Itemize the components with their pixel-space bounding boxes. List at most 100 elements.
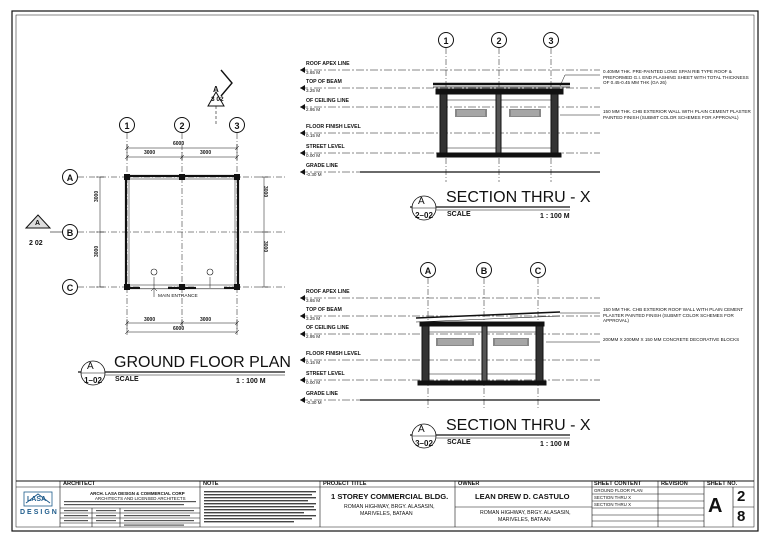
architect-header: ARCHITECT (63, 480, 96, 487)
s2-grid-bubble-c: C (530, 262, 546, 278)
sheet-no-header: SHEET NO. (707, 480, 738, 487)
title-block-lines (16, 480, 754, 527)
note-header: NOTE (203, 480, 219, 487)
owner-address-line-1: ROMAN HIGHWAY, BRGY. ALASASIN, (480, 510, 571, 516)
logo-text-top: LASA (27, 496, 47, 503)
plan-dim-right-2: 3000 (262, 241, 268, 253)
s2-note-wall: 150 MM THK. CHB EXTERIOR ROOF WALL WITH … (603, 307, 744, 324)
s1-grid-bubble-1: 1 (438, 32, 454, 48)
project-title: 1 STOREY COMMERCIAL BLDG. (331, 492, 449, 501)
s1-grid-bubble-3: 3 (543, 32, 559, 48)
s1-callout-letter: A (418, 196, 425, 207)
s2-level-value-2: 2.95 M (306, 334, 321, 339)
s1-note-wall: 150 MM THK. CHB EXTERIOR WALL WITH PLAIN… (603, 109, 751, 120)
s1-level-value-4: 0.00 M (306, 153, 321, 158)
plan-dwg-no: 1–02 (84, 376, 102, 385)
plan-dim-left-1: 3000 (94, 190, 100, 202)
s2-grid-bubble-a: A (420, 262, 436, 278)
plan-scale-value: 1 : 100 M (236, 378, 266, 385)
s1-level-value-1: 3.25 M (306, 88, 321, 93)
s1-scale-value: 1 : 100 M (540, 213, 570, 220)
section-marker-left-letter: A (35, 220, 41, 227)
plan-dim-top-1: 3000 (144, 150, 156, 156)
plan-grid-bubble-c: C (62, 279, 78, 295)
plan-grid-bubble-3: 3 (229, 117, 245, 133)
section-marker-top-letter: A (213, 85, 219, 94)
s1-level-value-5: -0.30 M (306, 172, 322, 177)
plan-scale-label: SCALE (115, 376, 139, 383)
note-fine-print (204, 491, 316, 523)
s1-level-label-0: ROOF APEX LINE (306, 61, 350, 67)
plan-dim-bottom-2: 3000 (200, 317, 212, 323)
s1-level-value-3: 0.15 M (306, 133, 321, 138)
s1-level-value-0: 3.65 M (306, 70, 321, 75)
s2-level-value-5: -0.30 M (306, 400, 322, 405)
s2-level-label-2: OF CEILING LINE (306, 325, 349, 331)
s2-grid-bubble-b: B (476, 262, 492, 278)
s2-dwg-no: 3–02 (415, 439, 433, 448)
plan-grid-bubble-1: 1 (119, 117, 135, 133)
s1-level-label-3: FLOOR FINISH LEVEL (306, 124, 361, 130)
s2-scale-label: SCALE (447, 439, 471, 446)
s1-dwg-no: 2–02 (415, 211, 433, 220)
sheet-content-1: GROUND FLOOR PLAN (594, 488, 643, 493)
s1-note-roof: 0.40MM THK. PRE-PAINTED LONG SPAN RIB TY… (603, 69, 749, 86)
s2-level-value-4: 0.00 M (306, 380, 321, 385)
s1-level-label-5: GRADE LINE (306, 163, 338, 169)
plan-dim-bottom-total: 6000 (173, 326, 185, 332)
s1-scale-label: SCALE (447, 211, 471, 218)
plan-title: GROUND FLOOR PLAN (114, 354, 291, 371)
floor-plan-drawing (24, 69, 285, 386)
project-address-line-2: MARIVELES, BATAAN (360, 511, 413, 517)
plan-dim-right-1: 3000 (262, 186, 268, 198)
s1-level-label-2: OF CEILING LINE (306, 98, 349, 104)
owner-address-line-2: MARIVELES, BATAAN (498, 517, 551, 523)
plan-grid-bubble-a: A (62, 169, 78, 185)
plan-dim-top-2: 3000 (200, 150, 212, 156)
s2-level-value-0: 3.65 M (306, 298, 321, 303)
s2-callout-letter: A (418, 424, 425, 435)
s2-title: SECTION THRU - X (446, 417, 591, 434)
architect-name: ARCH. LASA DESIGN & COMMERCIAL CORP (90, 491, 185, 496)
sheet-letter: A (708, 495, 723, 517)
owner-header: OWNER (458, 480, 480, 487)
sheet-content-3: SECTION THRU X (594, 502, 631, 507)
section-marker-top-sheet: 3 02 (211, 96, 224, 103)
architect-sub: ARCHITECTS AND LICENSED ARCHITECTS (95, 496, 186, 501)
plan-grid-bubble-2: 2 (174, 117, 190, 133)
s2-level-label-0: ROOF APEX LINE (306, 289, 350, 295)
logo-mark (23, 491, 53, 507)
s2-level-label-1: TOP OF BEAM (306, 307, 342, 313)
sheet-total: 8 (737, 508, 746, 525)
plan-callout-letter: A (87, 361, 94, 372)
revision-header: REVISION (661, 480, 688, 487)
s2-level-value-1: 3.25 M (306, 316, 321, 321)
s2-level-label-4: STREET LEVEL (306, 371, 345, 377)
s1-title: SECTION THRU - X (446, 189, 591, 206)
logo-text-bottom: DESIGN (20, 509, 59, 516)
section-2-drawing (300, 278, 600, 449)
sheet-content-2: SECTION THRU X (594, 495, 631, 500)
section-marker-left-sheet: 2 02 (29, 240, 43, 247)
main-entrance-label: MAIN ENTRANCE (158, 294, 198, 299)
s1-grid-bubble-2: 2 (491, 32, 507, 48)
plan-dim-top-total: 6000 (173, 141, 185, 147)
project-title-header: PROJECT TITLE (323, 480, 367, 487)
sheet-content-header: SHEET CONTENT (594, 480, 642, 487)
s2-note-blocks: 200MM X 200MM X 150 MM CONCRETE DECORATI… (603, 337, 740, 342)
s2-level-label-5: GRADE LINE (306, 391, 338, 397)
plan-dim-bottom-1: 3000 (144, 317, 156, 323)
s2-scale-value: 1 : 100 M (540, 441, 570, 448)
s2-level-label-3: FLOOR FINISH LEVEL (306, 351, 361, 357)
sheet-number: 2 (737, 488, 746, 505)
owner-name: LEAN DREW D. CASTULO (475, 492, 570, 501)
section-1-drawing (300, 48, 600, 221)
plan-grid-bubble-b: B (62, 224, 78, 240)
project-address-line-1: ROMAN HIGHWAY, BRGY. ALASASIN, (344, 504, 435, 510)
plan-dim-left-2: 3000 (94, 245, 100, 257)
s2-level-value-3: 0.15 M (306, 360, 321, 365)
s1-level-label-4: STREET LEVEL (306, 144, 345, 150)
s1-level-label-1: TOP OF BEAM (306, 79, 342, 85)
